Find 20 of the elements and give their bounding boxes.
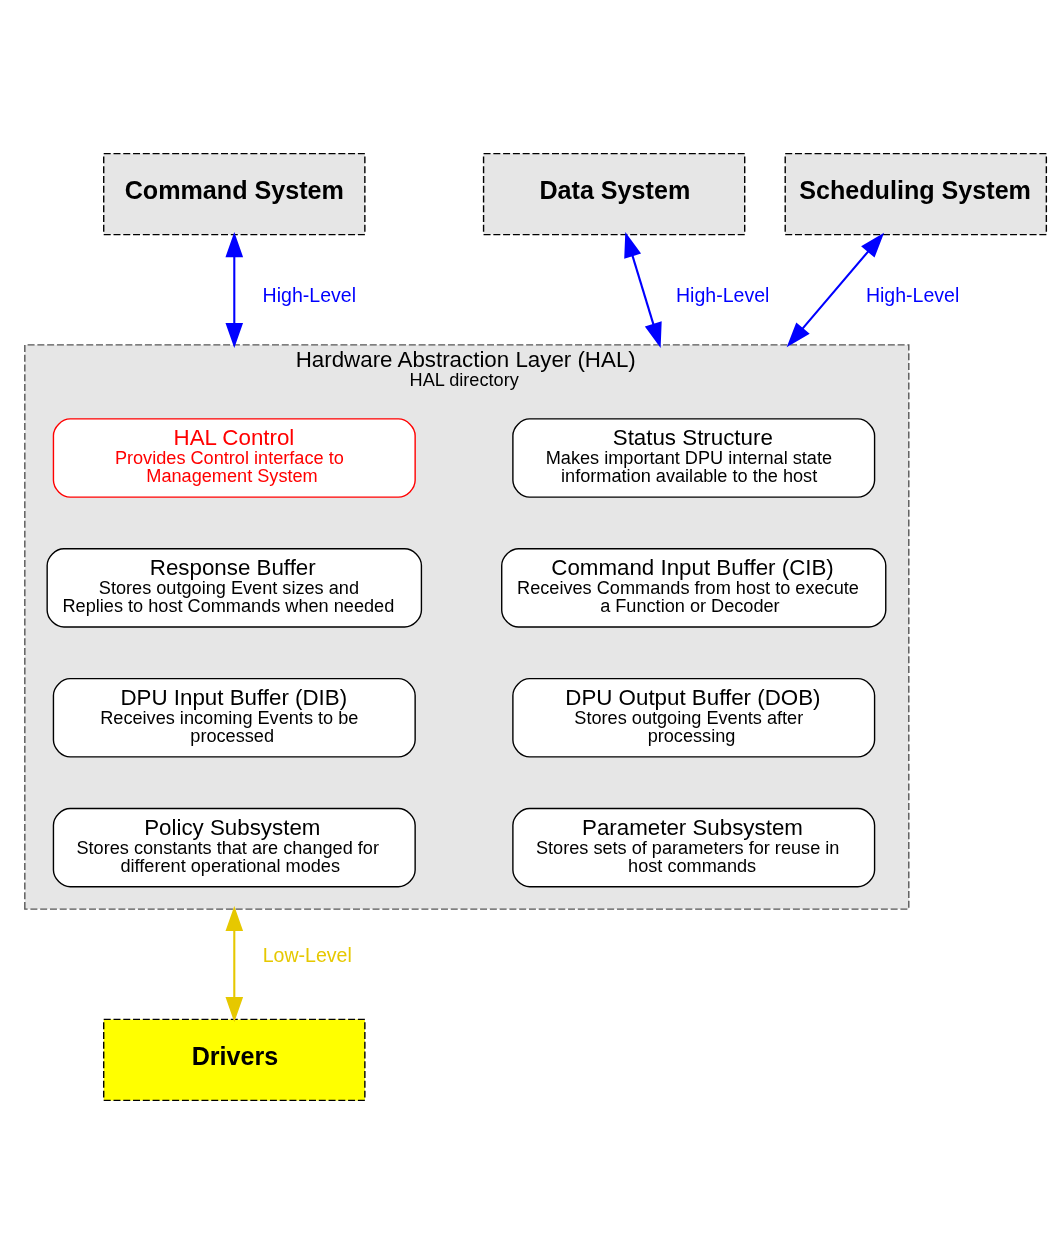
node-box: Drivers — [103, 1018, 366, 1102]
arrow — [786, 232, 885, 348]
arrow — [225, 231, 244, 349]
node-box: Command Input Buffer (CIB) Receives Commands from host to execute a Function or Decoder — [501, 548, 887, 628]
node-box: Parameter Subsystem Stores sets of parameters for reuse in host commands — [512, 807, 876, 888]
arrow — [225, 905, 244, 1023]
edge-label: High-Level — [675, 283, 770, 306]
node-box: Policy Subsystem Stores constants that are changed for different operational modes — [52, 807, 416, 888]
node-box: Command System — [103, 152, 366, 236]
node-box: DPU Input Buffer (DIB) Receives incoming Events to be processed — [52, 677, 416, 758]
node-box: DPU Output Buffer (DOB) Stores outgoing Events after processing — [512, 677, 876, 758]
node-box: Status Structure Makes important DPU internal state information available to the host — [512, 418, 876, 498]
edge-label: High-Level — [262, 283, 357, 306]
edge-label: High-Level — [865, 283, 960, 306]
arrow — [624, 232, 662, 348]
node-box: Response Buffer Stores outgoing Event sizes and Replies to host Commands when needed — [46, 548, 423, 628]
node-box: Scheduling System — [784, 152, 1048, 236]
node-box: Data System — [482, 152, 746, 236]
edge-label: Low-Level — [262, 944, 352, 967]
node-box: HAL Control Provides Control interface to Management System — [52, 418, 416, 498]
